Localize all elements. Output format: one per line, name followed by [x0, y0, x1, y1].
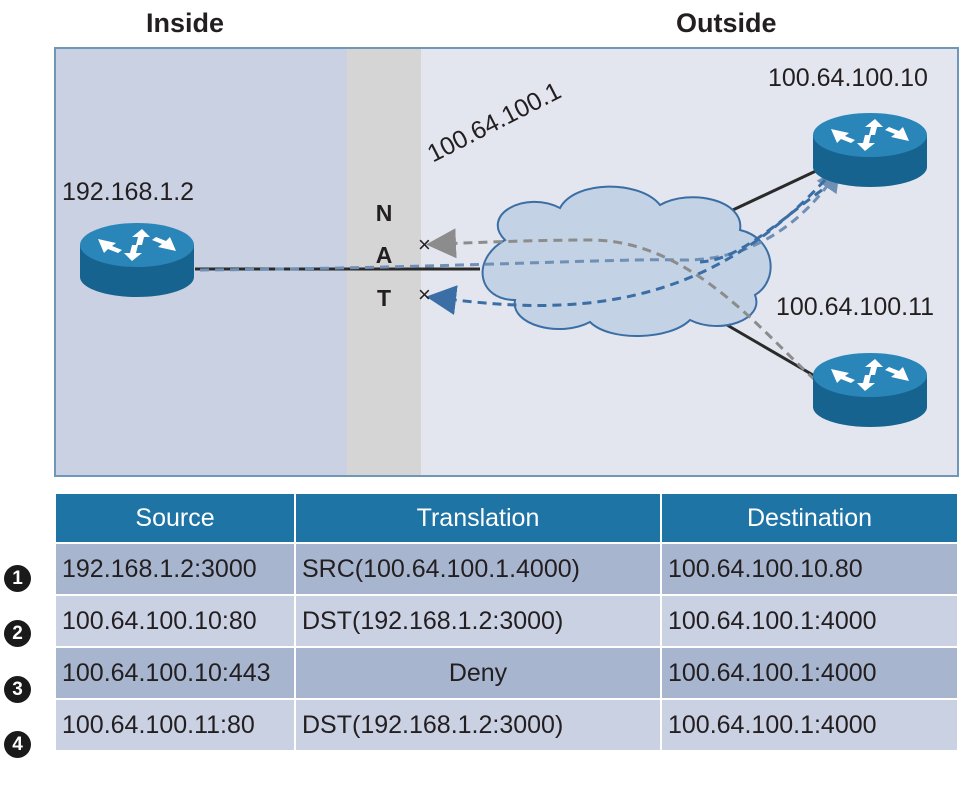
nat-letter: A [375, 242, 393, 268]
cell-translation: SRC(100.64.100.1.4000) [294, 542, 662, 596]
table-row: 100.64.100.10:443 Deny 100.64.100.1:4000 [54, 646, 959, 700]
header-destination: Destination [660, 494, 959, 544]
table-header-row: Source Translation Destination [54, 494, 959, 544]
row-number-badge: 1 [4, 565, 31, 592]
cell-translation: DST(192.168.1.2:3000) [294, 698, 662, 752]
cell-source: 192.168.1.2:3000 [54, 542, 296, 596]
table-row: 100.64.100.10:80 DST(192.168.1.2:3000) 1… [54, 594, 959, 648]
row-number-badge: 2 [4, 620, 31, 647]
table-row: 100.64.100.11:80 DST(192.168.1.2:3000) 1… [54, 698, 959, 752]
outside-router-b-ip: 100.64.100.11 [776, 293, 935, 321]
cell-destination: 100.64.100.1:4000 [660, 698, 959, 752]
inside-zone [56, 49, 347, 475]
cell-translation: Deny [294, 646, 662, 700]
header-translation: Translation [294, 494, 662, 544]
nat-translation-table: Source Translation Destination 192.168.1… [54, 494, 959, 752]
cell-source: 100.64.100.10:80 [54, 594, 296, 648]
nat-letter: T [376, 285, 392, 311]
row-number-badge: 4 [4, 731, 31, 758]
blocked-mark-icon: × [418, 232, 431, 257]
table-row: 192.168.1.2:3000 SRC(100.64.100.1.4000) … [54, 542, 959, 596]
zone-label-outside: Outside [676, 8, 777, 38]
cell-destination: 100.64.100.10.80 [660, 542, 959, 596]
blocked-mark-icon: × [418, 282, 431, 307]
cell-source: 100.64.100.11:80 [54, 698, 296, 752]
cell-destination: 100.64.100.1:4000 [660, 646, 959, 700]
cell-destination: 100.64.100.1:4000 [660, 594, 959, 648]
header-source: Source [54, 494, 296, 544]
outside-router-a-ip: 100.64.100.10 [768, 64, 928, 92]
cell-source: 100.64.100.10:443 [54, 646, 296, 700]
cell-translation: DST(192.168.1.2:3000) [294, 594, 662, 648]
nat-letter: N [375, 200, 393, 226]
inside-router-ip: 192.168.1.2 [62, 178, 195, 206]
zone-label-inside: Inside [146, 8, 225, 38]
row-number-badge: 3 [4, 676, 31, 703]
